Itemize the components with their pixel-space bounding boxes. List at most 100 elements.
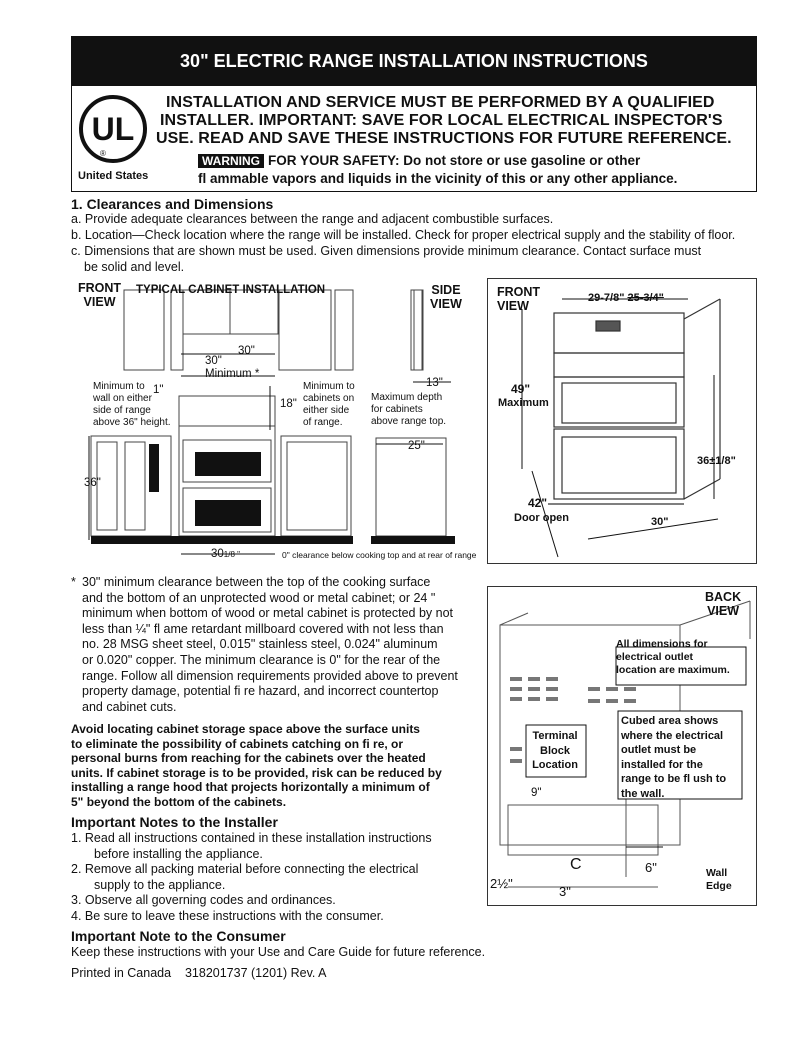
section-1-c-cont: be solid and level. [84, 260, 185, 274]
installer-item: 1. Read all instructions contained in th… [71, 831, 432, 845]
footnote-line: minimum when bottom of wood or metal cab… [82, 606, 454, 621]
consumer-heading: Important Note to the Consumer [71, 928, 286, 944]
avoid-line: 5" beyond the bottom of the cabinets. [71, 794, 287, 809]
rng-front-view-2: VIEW [497, 299, 529, 313]
page-title: 30" ELECTRIC RANGE INSTALLATION INSTRUCT… [71, 36, 757, 86]
min-cab-1: Minimum to [303, 381, 355, 392]
avoid-line: installing a range hood that projects ho… [71, 780, 430, 795]
cab-dim-30-min-2: Minimum [205, 368, 252, 380]
footnote-star: * [71, 575, 76, 589]
section-1-c: c. Dimensions that are shown must be use… [71, 244, 702, 258]
rng-door-open: Door open [514, 512, 569, 524]
cab-dim-18: 18" [280, 398, 297, 410]
cab-dim-1: 1" [153, 384, 164, 396]
footnote-line: property damage, potential fi re hazard,… [82, 684, 439, 699]
ul-logo-text: UL [92, 111, 135, 147]
cab-side-view-1: SIDE [431, 283, 461, 297]
wall-edge-1: Wall [706, 867, 728, 879]
footnote: 30" minimum clearance between the top of… [82, 575, 482, 715]
footnote-line: and the bottom of an unprotected wood or… [82, 590, 436, 605]
avoid-line: to eliminate the possibility of cabinets… [71, 736, 404, 751]
installer-item: 2. Remove all packing material before co… [71, 862, 419, 877]
cubed-5: range to be fl ush to [621, 773, 727, 785]
avoid-line: units. If cabinet storage is to be provi… [71, 765, 442, 780]
avoid-line: personal burns from reaching for the cab… [71, 751, 426, 766]
zero-clearance-note: 0" clearance below cooking top and at re… [282, 550, 477, 560]
min-cab-3: either side [303, 405, 350, 416]
footnote-line: and cabinet cuts. [82, 699, 177, 714]
cab-front-view-2: VIEW [83, 295, 116, 309]
header-line-2: INSTALLER. IMPORTANT: SAVE FOR LOCAL ELE… [160, 112, 723, 129]
cab-dim-13: 13" [426, 377, 443, 389]
rng-height-36: 36±1/8" [697, 455, 736, 467]
range-front-figure [487, 278, 757, 564]
avoid-cabinet-warning: Avoid locating cabinet storage space abo… [71, 722, 442, 810]
installer-item: before installing the appliance. [94, 846, 263, 861]
min-wall-2: wall on either [93, 393, 152, 404]
rng-front-view-1: FRONT [497, 285, 541, 299]
safety-line-2: fl ammable vapors and liquids in the vic… [198, 171, 678, 186]
rng-dim-30: 30" [651, 516, 669, 528]
cab-dim-30-1-8-frac: 1/8 " [223, 550, 240, 559]
safety-text-1: FOR YOUR SAFETY: Do not store or use gas… [268, 153, 641, 168]
all-dims-3: location are maximum. [616, 664, 730, 676]
rng-width-dim: 29-7/8" [588, 292, 625, 304]
back-view-figure [487, 586, 757, 906]
min-cab-4: of range. [303, 417, 343, 428]
back-dim-9: 9" [531, 787, 542, 799]
section-1-a: a. Provide adequate clearances between t… [71, 212, 554, 226]
max-depth-3: above range top. [371, 416, 447, 427]
cab-dim-30-min-1: 30" [205, 355, 222, 367]
warning-badge: WARNING [198, 154, 264, 168]
installer-item: 4. Be sure to leave these instructions w… [71, 908, 384, 923]
cubed-1: Cubed area shows [621, 715, 719, 727]
wall-edge-2: Edge [706, 880, 732, 892]
cabinet-figure-title: TYPICAL CABINET INSTALLATION [136, 284, 326, 296]
back-view-2: VIEW [707, 604, 740, 618]
ul-registered: ® [100, 149, 106, 158]
cab-dim-30-1-8: 30 [211, 548, 224, 560]
ul-country: United States [78, 170, 149, 182]
safety-header [71, 86, 757, 192]
back-dim-6: 6" [645, 860, 657, 875]
centerline-mark: C [570, 856, 582, 873]
safety-line-1: WARNING FOR YOUR SAFETY: Do not store or … [198, 153, 640, 168]
installer-item: 3. Observe all governing codes and ordin… [71, 893, 336, 908]
consumer-text: Keep these instructions with your Use an… [71, 945, 486, 959]
header-line-1: INSTALLATION AND SERVICE MUST BE PERFORM… [166, 94, 715, 111]
cab-front-view-1: FRONT [78, 281, 122, 295]
max-depth-2: for cabinets [371, 404, 423, 415]
printed-info: Printed in Canada 318201737 (1201) Rev. … [71, 966, 327, 980]
min-cab-2: cabinets on [303, 393, 355, 404]
rng-height-max: Maximum [498, 397, 549, 409]
all-dims-2: electrical outlet [616, 651, 694, 663]
footnote-line: range. Follow all dimension requirements… [82, 668, 458, 683]
min-wall-1: Minimum to [93, 381, 145, 392]
back-dim-3: 3" [559, 884, 571, 899]
avoid-line: Avoid locating cabinet storage space abo… [71, 722, 420, 736]
terminal-1: Terminal [532, 730, 578, 742]
section-1-b: b. Location—Check location where the ran… [71, 228, 736, 242]
rng-width-dim-2: 25-3/4" [627, 292, 664, 304]
ul-logo: UL ® [78, 94, 148, 164]
footnote-line: no. 28 MSG sheet steel, 0.015" stainless… [82, 637, 438, 652]
cubed-3: outlet must be [621, 744, 697, 756]
cab-dim-30: 30" [238, 345, 255, 357]
installer-notes: 1. Read all instructions contained in th… [71, 831, 432, 925]
cab-dim-25: 25" [408, 440, 425, 452]
section-1-heading: 1. Clearances and Dimensions [71, 196, 274, 212]
back-view-1: BACK [705, 590, 742, 604]
terminal-3: Location [532, 759, 578, 771]
all-dims-1: All dimensions for [616, 638, 708, 650]
footnote-line: 30" minimum clearance between the top of… [82, 575, 431, 589]
cab-dim-36: 36" [84, 477, 101, 489]
cubed-4: installed for the [621, 758, 703, 771]
cab-asterisk: * [254, 368, 260, 380]
installer-heading: Important Notes to the Installer [71, 814, 278, 830]
footnote-line: or 0.020" copper. The minimum clearance … [82, 652, 441, 667]
footnote-line: less than ¼" fl ame retardant millboard … [82, 621, 444, 636]
min-wall-3: side of range [93, 405, 151, 416]
max-depth-1: Maximum depth [371, 392, 443, 403]
rng-height-49: 49" [511, 382, 531, 396]
rng-door-42: 42" [528, 496, 548, 510]
